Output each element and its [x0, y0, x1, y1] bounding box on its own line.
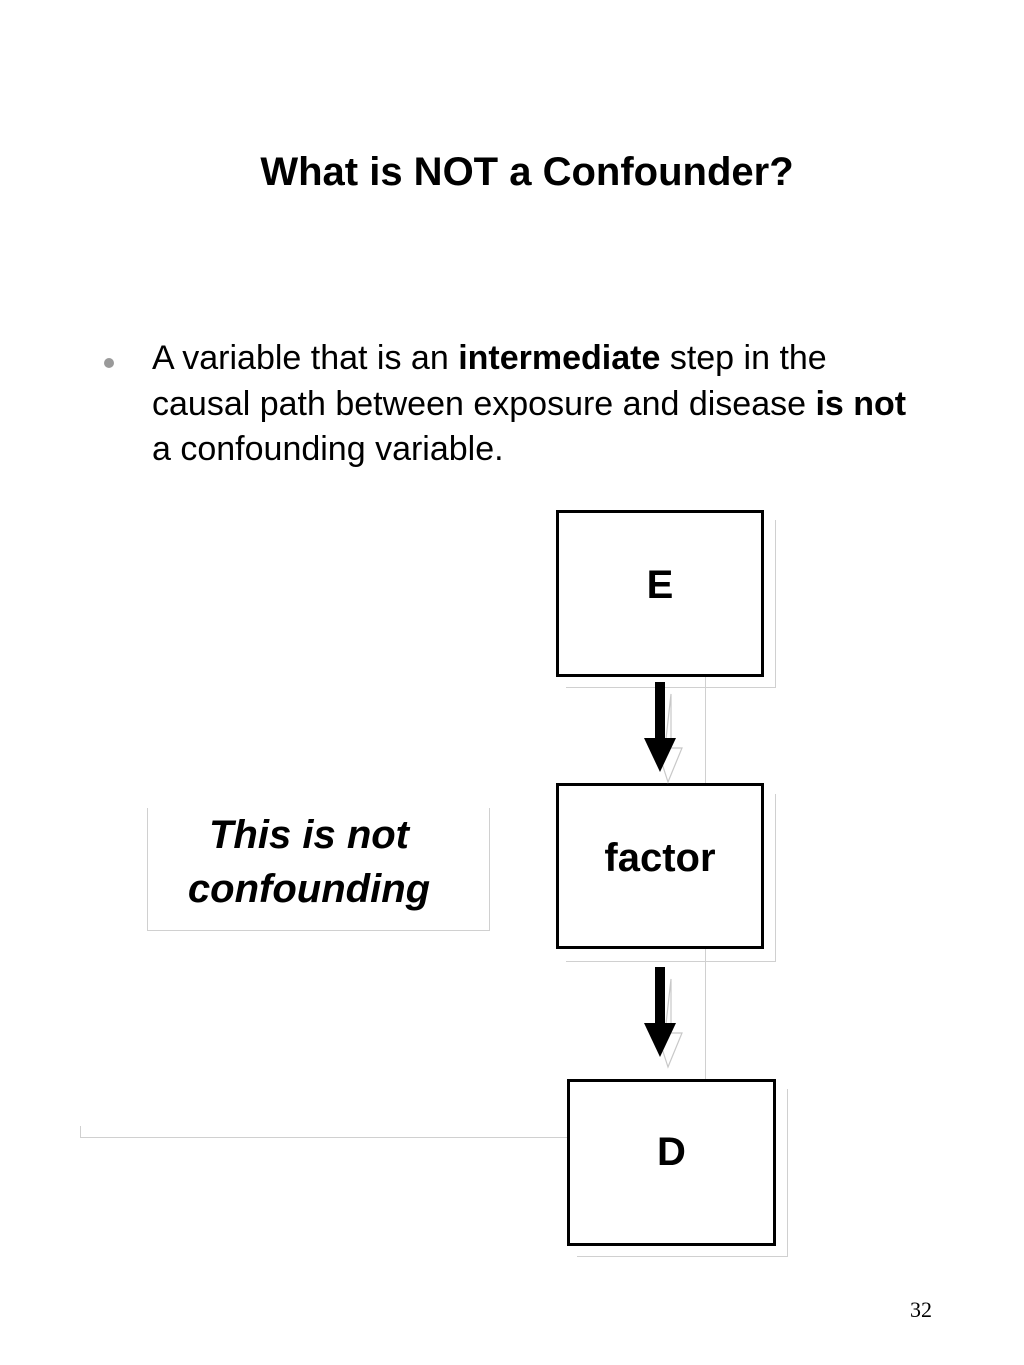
shadow-frame-d [577, 1089, 788, 1257]
annotation-line-2: confounding [187, 867, 431, 911]
node-disease: D [567, 1079, 776, 1246]
arrow-factor-to-d-shaft [655, 967, 665, 1033]
node-factor: factor [556, 783, 764, 949]
node-disease-label: D [657, 1130, 686, 1174]
page-number: 32 [910, 1297, 932, 1322]
node-factor-label: factor [604, 835, 716, 880]
bullet-text-part3: a confounding variable. [152, 430, 504, 468]
bullet-bold-intermediate: intermediate [458, 339, 661, 377]
arrow-e-to-factor [644, 682, 683, 784]
annotation-not-confounding: This is not confounding [148, 808, 470, 916]
shadow-frame-annotation [147, 808, 490, 931]
bullet-bold-is-not: is not [815, 384, 907, 423]
node-exposure-label: E [646, 563, 674, 607]
shadow-frame-factor [566, 794, 776, 962]
node-exposure: E [556, 510, 764, 677]
arrow-e-to-factor-head [644, 738, 676, 772]
slide-title: What is NOT a Confounder? [260, 150, 794, 194]
arrow-factor-to-d [644, 967, 683, 1069]
bullet-text: A variable that is an intermediate step … [152, 336, 932, 473]
bullet-text-part1: A variable that is an [152, 339, 459, 377]
bullet-text-part2: step in the causal path between exposure… [152, 339, 827, 423]
bullet-dot-icon [104, 358, 114, 368]
annotation-line-1: This is not [209, 813, 409, 857]
arrow-e-to-factor-shaft [655, 682, 665, 748]
shadow-frame-e [566, 520, 776, 688]
shadow-connector-left-tick [80, 1126, 81, 1137]
arrow-factor-to-d-head [644, 1023, 676, 1057]
shadow-connector-horizontal [80, 1137, 706, 1138]
